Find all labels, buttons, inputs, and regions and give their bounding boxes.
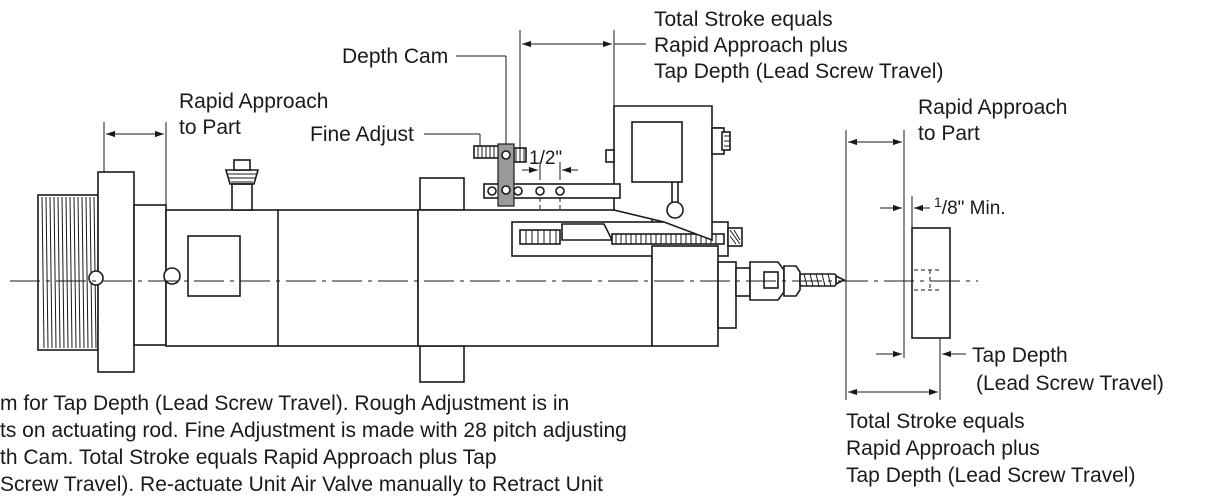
front-housing (605, 105, 737, 347)
total-stroke-bottom-line-3: Tap Depth (Lead Screw Travel) (846, 464, 1135, 487)
thread-line (61, 196, 65, 349)
caption-line-2: ts on actuating rod. Fine Adjustment is … (0, 419, 627, 442)
half-inch-label: 1/2" (529, 148, 562, 169)
actuating-rod (483, 183, 621, 210)
thread-line (41, 196, 45, 349)
rapid-approach-left-line-1: Rapid Approach (179, 90, 328, 113)
labels: Total Stroke equals Rapid Approach plus … (179, 8, 1164, 487)
tap-depth-line-1: Tap Depth (972, 344, 1068, 367)
main-cylinder-body (163, 159, 419, 347)
eighth-min-label: 1/8" Min. (934, 194, 1006, 219)
thread-line (57, 196, 61, 349)
caption-line-3: th Cam. Total Stroke equals Rapid Approa… (0, 446, 497, 469)
thread-line (53, 196, 57, 349)
total-stroke-top-line-1: Total Stroke equals (654, 8, 833, 31)
rapid-approach-left-line-2: to Part (179, 116, 241, 139)
fine-adjust-label: Fine Adjust (310, 123, 414, 146)
depth-cam-label: Depth Cam (342, 45, 448, 68)
thread-line (49, 196, 53, 349)
thread-line (77, 196, 81, 349)
thread-line (69, 196, 73, 349)
workpiece (911, 227, 951, 339)
total-stroke-bottom-line-1: Total Stroke equals (846, 410, 1025, 433)
thread-line (81, 196, 85, 349)
total-stroke-top-line-3: Tap Depth (Lead Screw Travel) (654, 60, 943, 83)
rear-threaded-collar (37, 171, 167, 373)
rapid-approach-right-line-1: Rapid Approach (918, 96, 1067, 119)
thread-line (45, 196, 49, 349)
tapping-unit-drawing (10, 105, 978, 383)
thread-line (65, 196, 69, 349)
tap-holder (735, 261, 846, 301)
caption-line-1: m for Tap Depth (Lead Screw Travel). Rou… (0, 392, 569, 415)
dimension-lines (103, 30, 966, 400)
rapid-approach-right-line-2: to Part (918, 122, 980, 145)
total-stroke-top-line-2: Rapid Approach plus (654, 34, 848, 57)
thread-line (85, 196, 89, 349)
total-stroke-bottom-line-2: Rapid Approach plus (846, 437, 1040, 460)
caption-line-4: Screw Travel). Re-actuate Unit Air Valve… (0, 473, 603, 496)
thread-line (73, 196, 77, 349)
depth-cam-assembly (473, 143, 527, 207)
tap-depth-line-2: (Lead Screw Travel) (976, 372, 1164, 395)
caption: m for Tap Depth (Lead Screw Travel). Rou… (0, 392, 627, 496)
